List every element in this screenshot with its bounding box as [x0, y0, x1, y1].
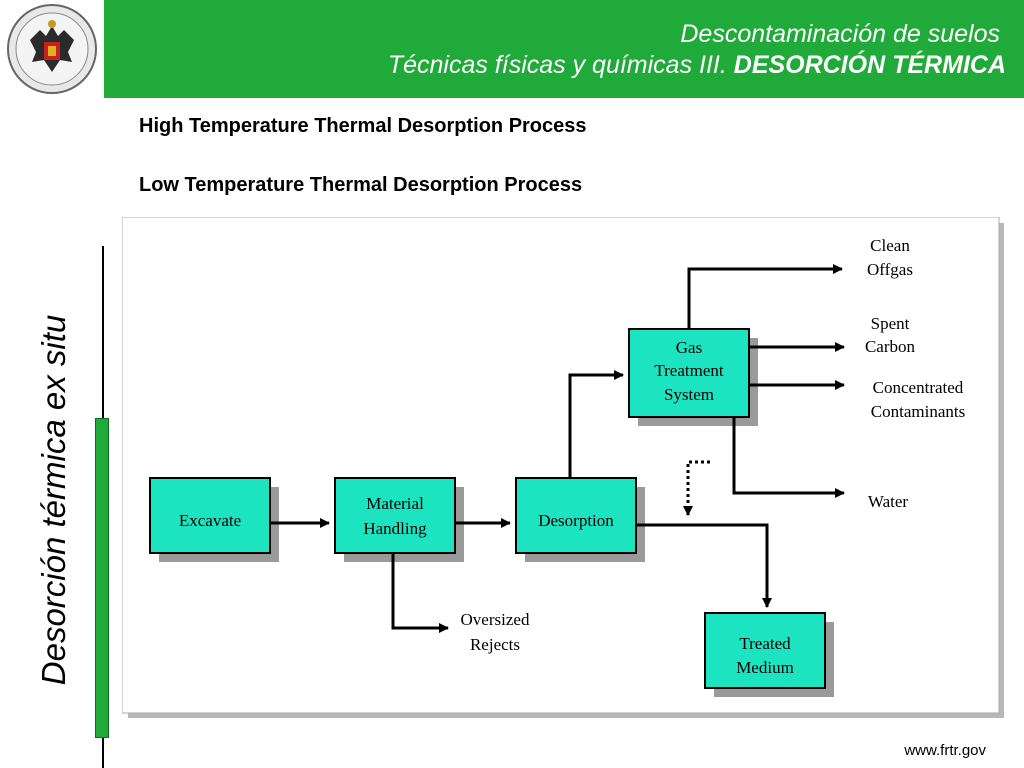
subtitle-low-temp: Low Temperature Thermal Desorption Proce… — [139, 174, 583, 196]
clean-offgas-label-2: Offgas — [867, 260, 913, 279]
header-subtitle: Técnicas físicas y químicas III. DESORCI… — [388, 51, 1006, 80]
gas-treatment-label-3: System — [664, 385, 714, 404]
water-label: Water — [868, 492, 908, 511]
oversized-label-1: Oversized — [461, 610, 530, 629]
desorption-box — [515, 477, 637, 554]
treated-medium-box — [704, 612, 826, 689]
header-bar: Descontaminación de suelos Técnicas físi… — [104, 0, 1024, 98]
coat-of-arms-icon — [7, 4, 97, 94]
arrow-to-water — [732, 417, 845, 498]
side-title: Desorción térmica ex situ — [35, 314, 72, 686]
gas-treatment-label-2: Treatment — [654, 361, 724, 380]
gas-treatment-box — [628, 328, 750, 418]
side-rule-top — [102, 246, 104, 418]
side-green-bar — [95, 418, 109, 738]
process-flow-diagram: Excavate Material Handling Desorption Ga… — [122, 217, 1004, 718]
subtitle-high-temp: High Temperature Thermal Desorption Proc… — [139, 115, 587, 137]
source-credit: www.frtr.gov — [904, 742, 986, 759]
desorption-label: Desorption — [538, 511, 614, 530]
university-logo — [0, 0, 104, 98]
material-handling-label-1: Material — [366, 494, 424, 513]
arrow-to-treated-medium — [636, 523, 772, 608]
diagram-frame — [122, 217, 1000, 714]
treated-medium-label-1: Treated — [739, 634, 791, 653]
concentrated-label-1: Concentrated — [873, 378, 964, 397]
side-rule-bottom — [102, 738, 104, 768]
material-handling-label-2: Handling — [363, 519, 427, 538]
gas-treatment-label-1: Gas — [676, 338, 702, 357]
spent-carbon-label-1: Spent — [871, 314, 910, 333]
header-subtitle-bold: DESORCIÓN TÉRMICA — [733, 51, 1006, 79]
concentrated-label-2: Contaminants — [871, 402, 965, 421]
material-handling-box — [334, 477, 456, 554]
header-subtitle-text: Técnicas físicas y químicas III. — [387, 51, 734, 79]
spent-carbon-label-2: Carbon — [865, 337, 916, 356]
clean-offgas-label-1: Clean — [870, 236, 910, 255]
side-title-wrap: Desorción térmica ex situ — [26, 270, 82, 730]
dotted-water-recycle-arrow — [683, 460, 710, 516]
oversized-label-2: Rejects — [470, 635, 520, 654]
header-title: Descontaminación de suelos — [680, 20, 1000, 48]
treated-medium-label-2: Medium — [736, 658, 794, 677]
arrow-to-clean-offgas — [687, 264, 843, 329]
excavate-label: Excavate — [179, 511, 241, 530]
arrow-desorption-to-gas-treatment — [568, 370, 624, 478]
excavate-box — [149, 477, 271, 554]
arrow-to-oversized-rejects — [391, 553, 449, 633]
